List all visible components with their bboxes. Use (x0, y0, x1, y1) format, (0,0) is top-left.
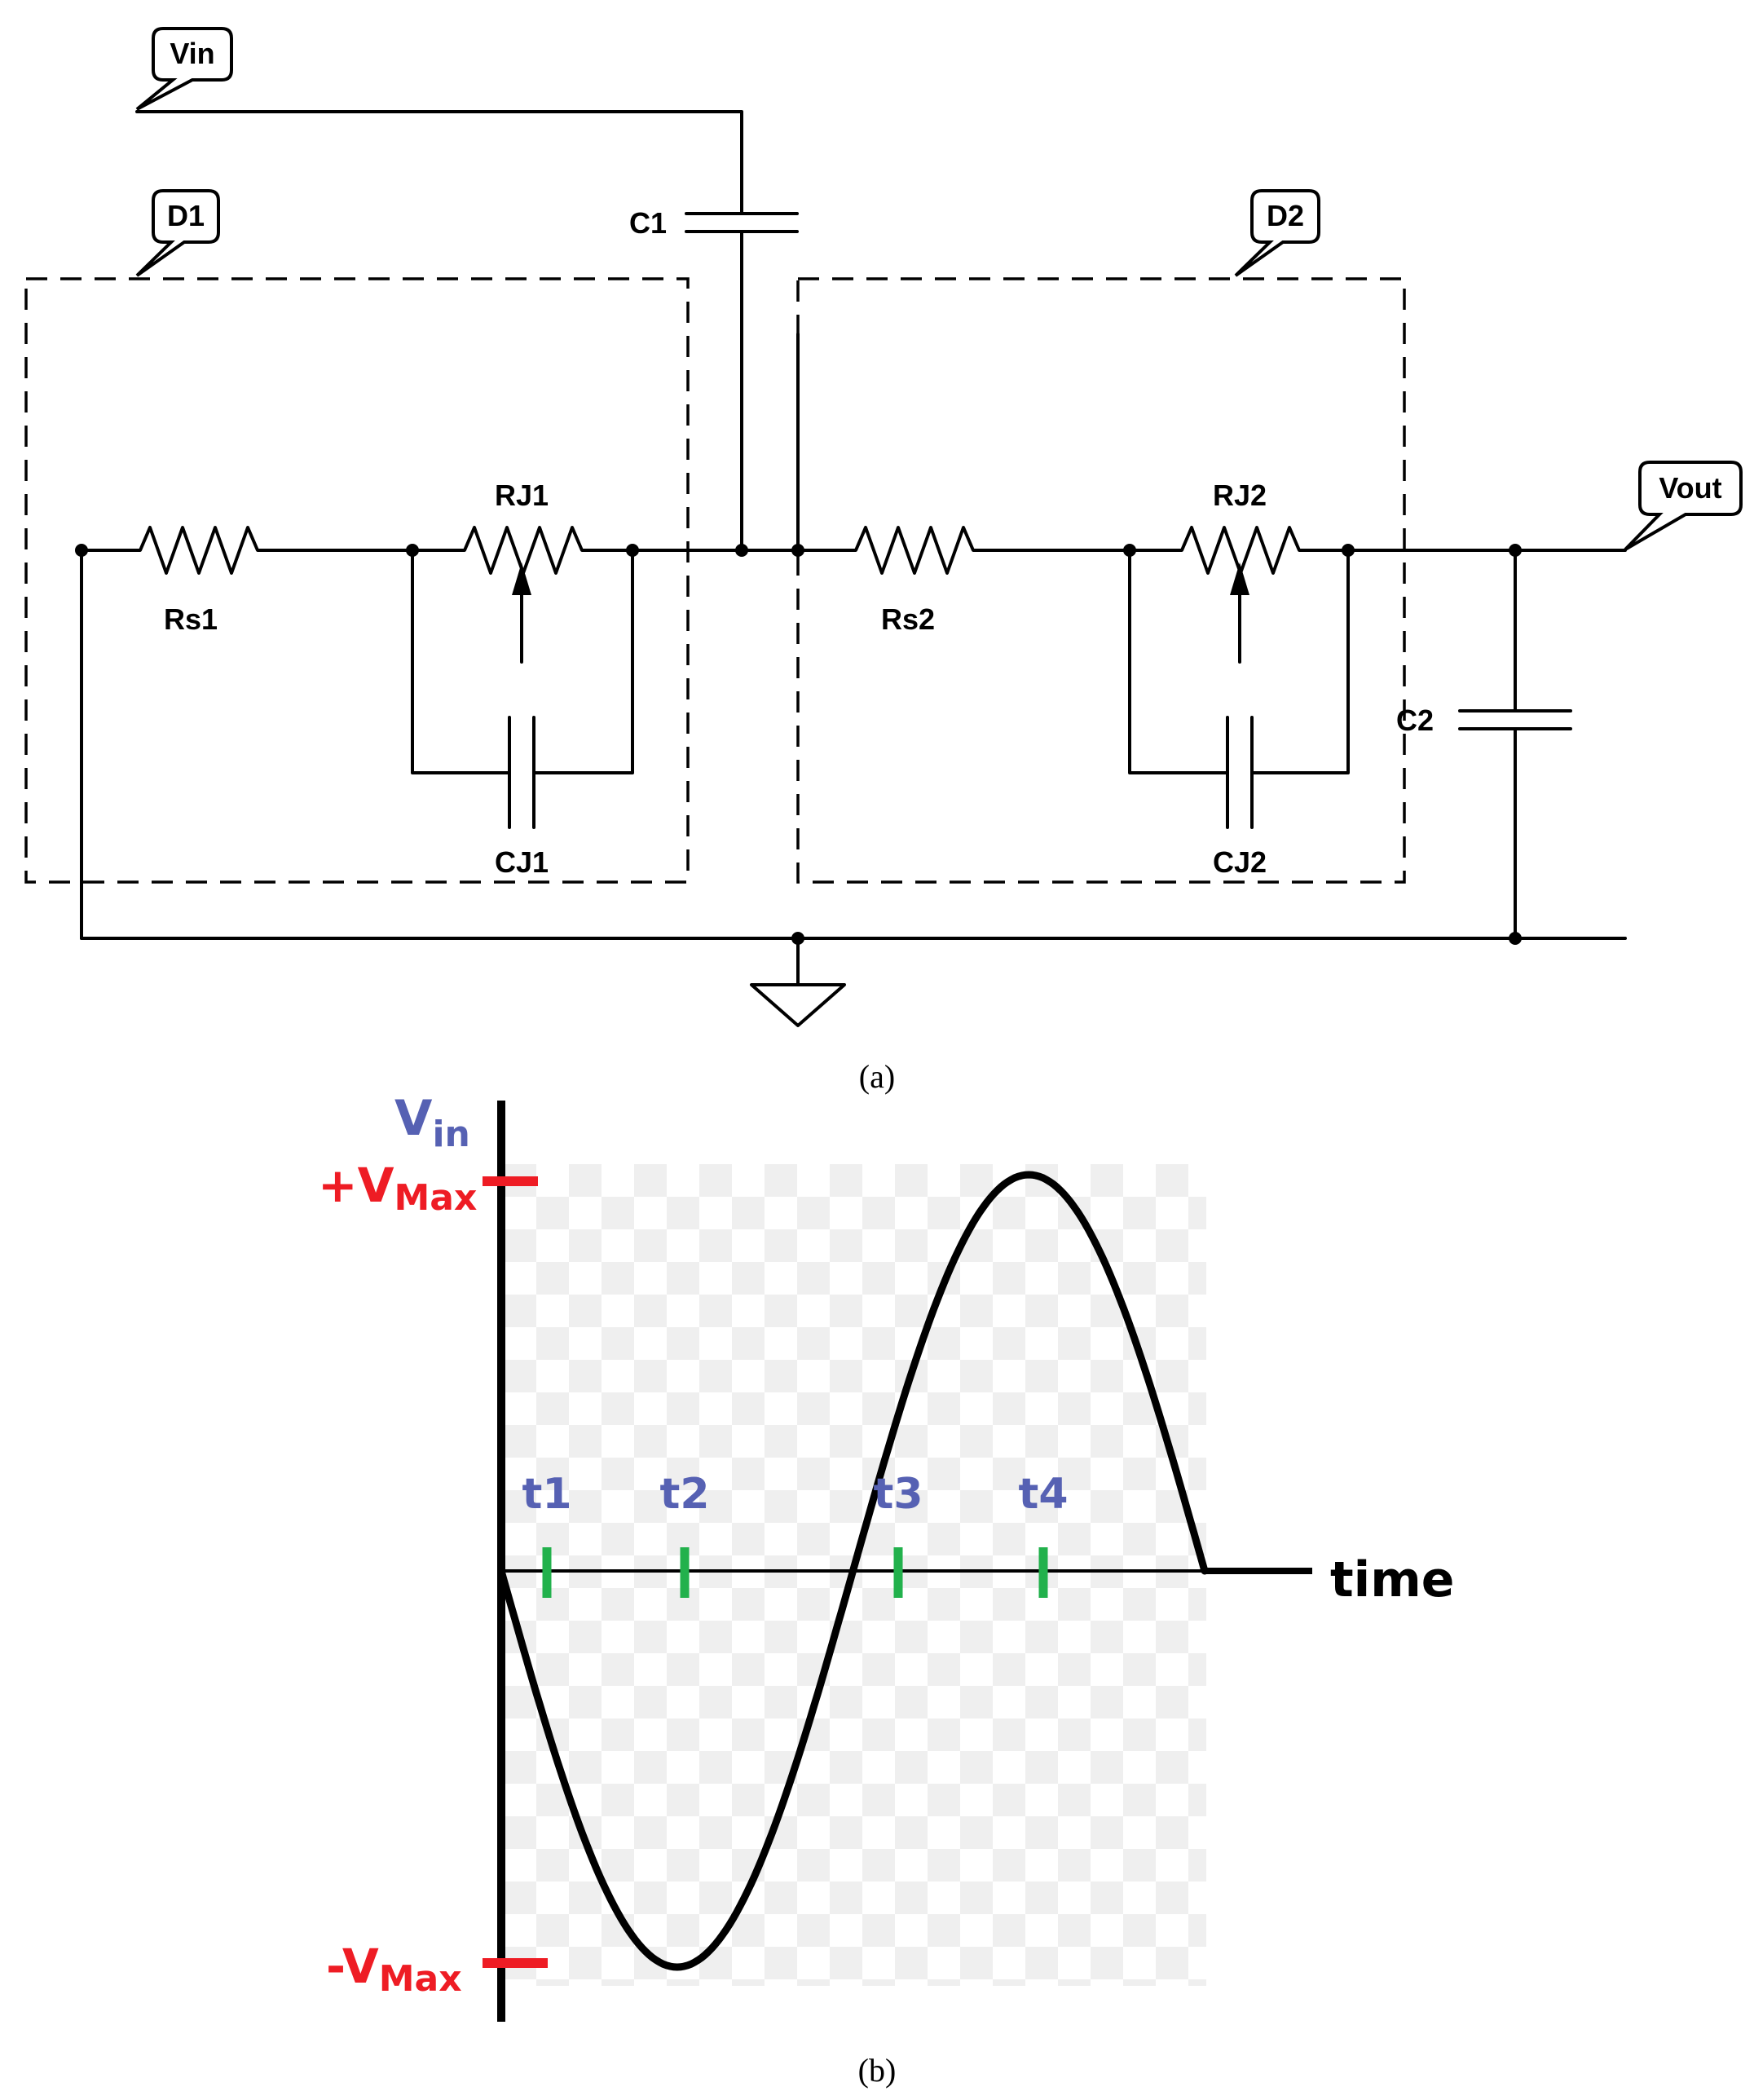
caption-a: (a) (859, 1058, 895, 1095)
waveform-diagram: t1 t2 t3 t4 Vin +VMax -VMax time (b) (318, 1090, 1454, 2089)
resistor-rs1 (129, 526, 269, 575)
marker-label-t3: t3 (873, 1470, 923, 1519)
label-cj1: CJ1 (495, 845, 549, 879)
node (1123, 544, 1136, 557)
label-rs1: Rs1 (164, 602, 218, 636)
tag-vout-label: Vout (1659, 471, 1721, 505)
tag-d1: D1 (135, 189, 220, 277)
tag-d1-label: D1 (167, 199, 205, 232)
tag-vout: Vout (1624, 461, 1743, 551)
marker-label-t4: t4 (1018, 1470, 1068, 1519)
tag-vin-label: Vin (170, 37, 214, 70)
node (1342, 544, 1355, 557)
time-markers: t1 t2 t3 t4 (522, 1470, 1069, 1598)
rj2-block (1128, 526, 1350, 829)
vin-wire (135, 110, 743, 215)
label-c2: C2 (1396, 704, 1434, 737)
device-d1-box (24, 277, 690, 884)
label-c1: C1 (629, 206, 667, 240)
label-rj2: RJ2 (1213, 479, 1267, 512)
label-rj1: RJ1 (495, 479, 549, 512)
vin-axis-label: Vin (394, 1090, 470, 1155)
label-cj2: CJ2 (1213, 845, 1267, 879)
marker-label-t2: t2 (659, 1470, 709, 1519)
node (75, 544, 88, 557)
vmax-pos-label: +VMax (318, 1158, 477, 1219)
node (626, 544, 639, 557)
ground-symbol (750, 983, 846, 1027)
node (1509, 544, 1522, 557)
tag-d2-label: D2 (1267, 199, 1304, 232)
node (791, 932, 804, 945)
time-label: time (1330, 1551, 1454, 1608)
capacitor-c1 (685, 212, 799, 233)
node (791, 544, 804, 557)
resistor-rs2 (846, 526, 985, 575)
node (406, 544, 419, 557)
node (735, 544, 748, 557)
caption-b: (b) (858, 2052, 897, 2089)
capacitor-c2 (1458, 709, 1572, 730)
vin-sine-curve (497, 1171, 1209, 1971)
marker-label-t1: t1 (522, 1470, 571, 1519)
tag-vin: Vin (135, 27, 233, 111)
label-rs2: Rs2 (881, 602, 935, 636)
node (1509, 932, 1522, 945)
vmax-neg-label: -VMax (326, 1939, 462, 2000)
circuit-diagram: Vin D1 D2 Vout C1 C2 Rs1 RJ1 CJ1 Rs2 RJ2… (24, 27, 1743, 1095)
rj1-block (411, 526, 634, 829)
device-d2-box (796, 277, 1406, 884)
tag-d2: D2 (1234, 189, 1320, 277)
